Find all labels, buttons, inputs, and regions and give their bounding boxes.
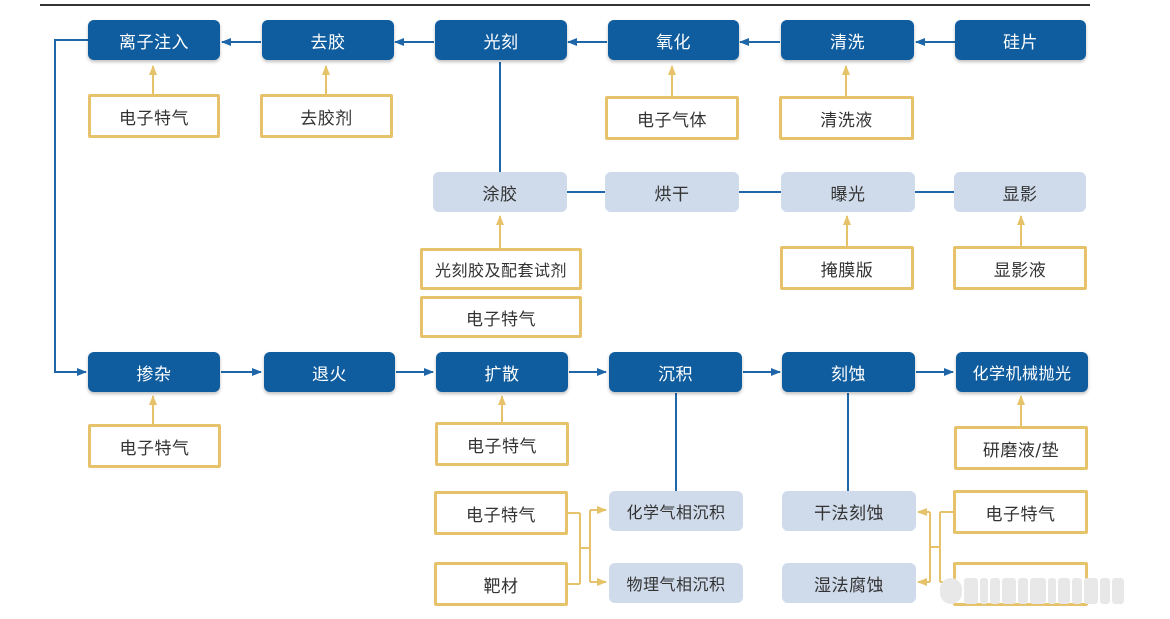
material-diffusion-gas: 电子特气 <box>435 422 569 466</box>
top-rule <box>40 4 1090 6</box>
material-stripper: 去胶剂 <box>260 94 393 138</box>
material-doping-gas: 电子特气 <box>88 424 221 468</box>
node-oxidation: 氧化 <box>608 20 739 60</box>
node-lithography: 光刻 <box>435 20 567 60</box>
node-ion-implant: 离子注入 <box>88 20 220 60</box>
node-anneal: 退火 <box>264 352 395 392</box>
material-litho-gas: 电子特气 <box>420 296 582 338</box>
node-deposition: 沉积 <box>609 352 742 392</box>
arrow-implant-to-doping <box>54 39 88 376</box>
node-development: 显影 <box>954 172 1086 212</box>
material-photoresist: 光刻胶及配套试剂 <box>420 248 582 290</box>
node-coating: 涂胶 <box>433 172 567 212</box>
node-etching: 刻蚀 <box>782 352 915 392</box>
node-diffusion: 扩散 <box>436 352 568 392</box>
node-wafer: 硅片 <box>955 20 1086 60</box>
material-etch-gas: 电子特气 <box>953 490 1088 534</box>
node-cleaning: 清洗 <box>781 20 914 60</box>
material-developer: 显影液 <box>953 246 1087 290</box>
material-cmp-slurry: 研磨液/垫 <box>954 426 1088 470</box>
material-ion-implant-gas: 电子特气 <box>88 94 220 138</box>
node-strip: 去胶 <box>262 20 394 60</box>
node-cmp: 化学机械抛光 <box>956 352 1088 392</box>
node-exposure: 曝光 <box>781 172 915 212</box>
material-target: 靶材 <box>434 562 568 606</box>
node-baking: 烘干 <box>605 172 739 212</box>
material-cleaning-liquid: 清洗液 <box>779 96 914 140</box>
material-deposition-gas: 电子特气 <box>434 491 568 535</box>
material-mask: 掩膜版 <box>780 246 914 290</box>
node-pvd: 物理气相沉积 <box>609 563 743 603</box>
node-doping: 掺杂 <box>88 352 220 392</box>
node-wet-etch: 湿法腐蚀 <box>782 563 916 603</box>
material-oxidation-gas: 电子气体 <box>605 96 739 140</box>
node-cvd: 化学气相沉积 <box>609 491 743 531</box>
watermark <box>940 572 1160 610</box>
node-dry-etch: 干法刻蚀 <box>782 491 916 531</box>
